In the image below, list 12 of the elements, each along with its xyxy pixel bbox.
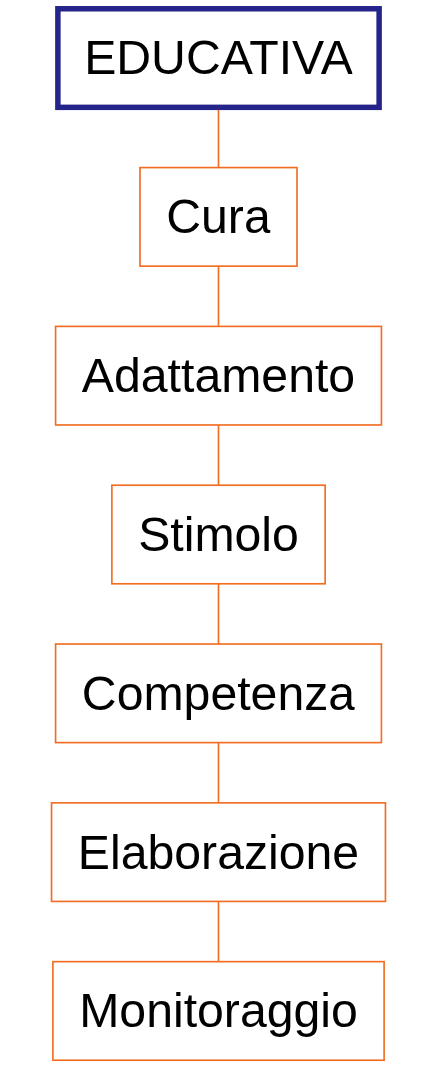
connector bbox=[217, 741, 220, 804]
connector bbox=[217, 900, 220, 963]
node-box: Monitoraggio bbox=[52, 960, 385, 1062]
node-box: Competenza bbox=[54, 643, 383, 744]
node-box: EDUCATIVA bbox=[55, 6, 382, 111]
connector bbox=[217, 424, 220, 487]
connector bbox=[217, 265, 220, 328]
node-box: Cura bbox=[139, 166, 298, 267]
node-box: Adattamento bbox=[54, 325, 383, 426]
node-box: Elaborazione bbox=[50, 802, 387, 903]
node-box: Stimolo bbox=[111, 484, 326, 585]
connector bbox=[217, 582, 220, 645]
